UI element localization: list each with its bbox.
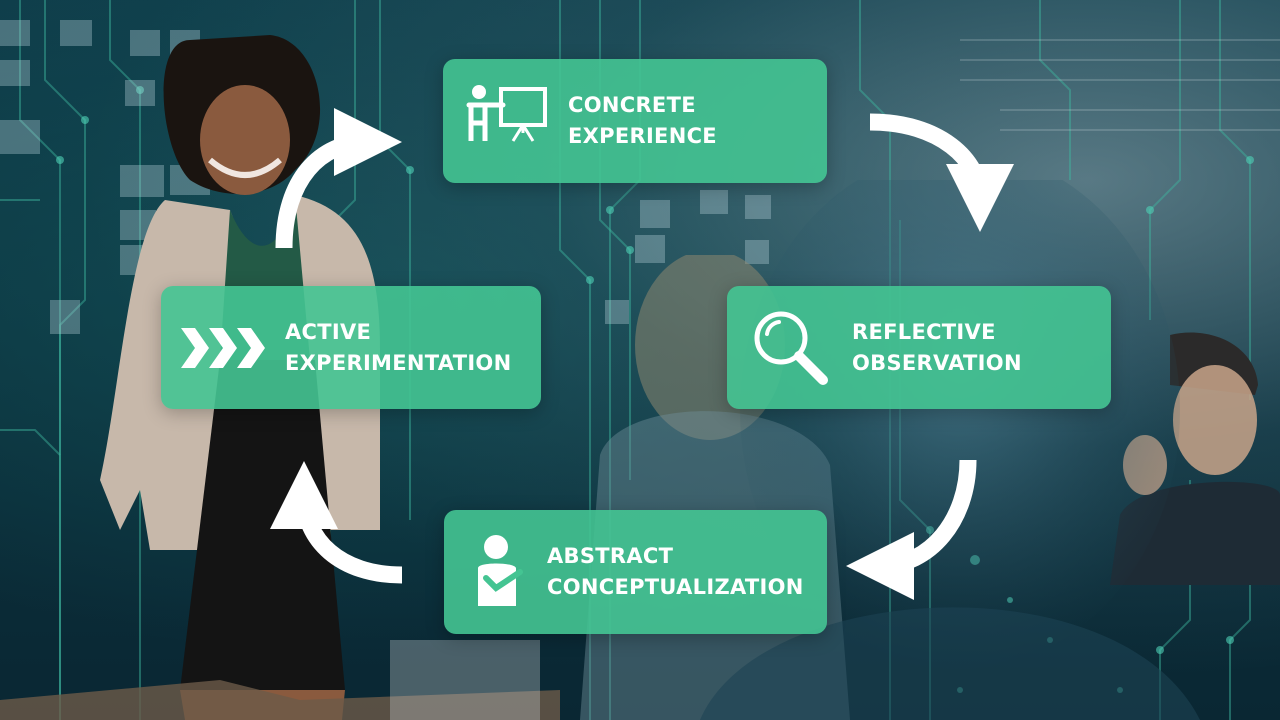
stage-label: ACTIVE EXPERIMENTATION [285, 317, 511, 379]
stage-label-line2: EXPERIENCE [568, 124, 717, 148]
triple-chevron-icon [181, 326, 267, 370]
stage-label: REFLECTIVE OBSERVATION [852, 317, 1022, 379]
blurred-foreground-head [700, 180, 1200, 720]
stage-label-line1: REFLECTIVE [852, 319, 996, 344]
desk-foreground [0, 640, 560, 720]
stage-label-line2: CONCEPTUALIZATION [547, 575, 804, 599]
stage-label-line2: OBSERVATION [852, 350, 1022, 375]
presenter-board-icon [463, 83, 551, 159]
stage-label-line1: ACTIVE [285, 319, 372, 344]
stage-label: CONCRETE EXPERIENCE [568, 90, 717, 152]
stage-abstract-conceptualization: ABSTRACT CONCEPTUALIZATION [444, 510, 827, 634]
thinking-person-icon [468, 534, 528, 610]
magnifying-glass-icon [751, 308, 831, 388]
stage-label-line1: CONCRETE [568, 93, 696, 117]
stage-concrete-experience: CONCRETE EXPERIENCE [443, 59, 827, 183]
stage-reflective-observation: REFLECTIVE OBSERVATION [727, 286, 1111, 409]
stage-label-line2: EXPERIMENTATION [285, 350, 512, 375]
stage-active-experimentation: ACTIVE EXPERIMENTATION [161, 286, 541, 409]
stage-label-line1: ABSTRACT [547, 544, 674, 568]
stage-label: ABSTRACT CONCEPTUALIZATION [547, 541, 804, 603]
